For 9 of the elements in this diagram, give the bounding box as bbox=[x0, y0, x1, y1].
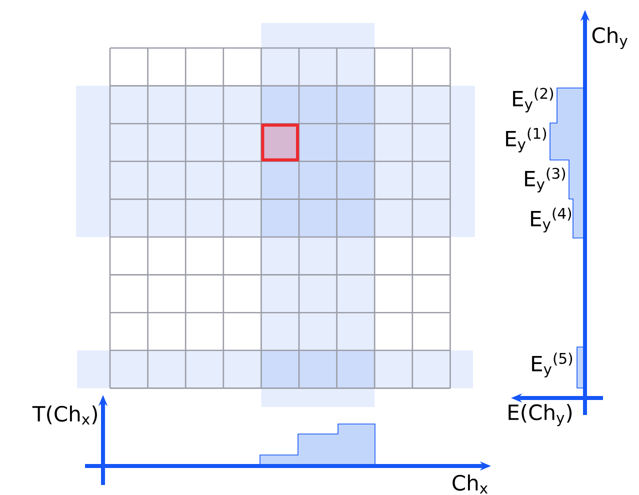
energy-label: E$_{y}$(5) bbox=[532, 352, 572, 378]
axis-label: Ch$_{x}$ bbox=[452, 474, 488, 494]
energy-label: E$_{y}$(4) bbox=[531, 208, 572, 232]
energy-label: E$_{y}$(1) bbox=[506, 128, 546, 152]
axis-label: T(Ch$_{x}$) bbox=[32, 405, 97, 425]
axis-label: E(Ch$_{y}$) bbox=[508, 404, 572, 426]
energy-label: E$_{y}$(2) bbox=[513, 88, 554, 112]
energy-label: E$_{y}$(3) bbox=[525, 168, 566, 192]
axis-label: Ch$_{y}$ bbox=[592, 26, 628, 50]
